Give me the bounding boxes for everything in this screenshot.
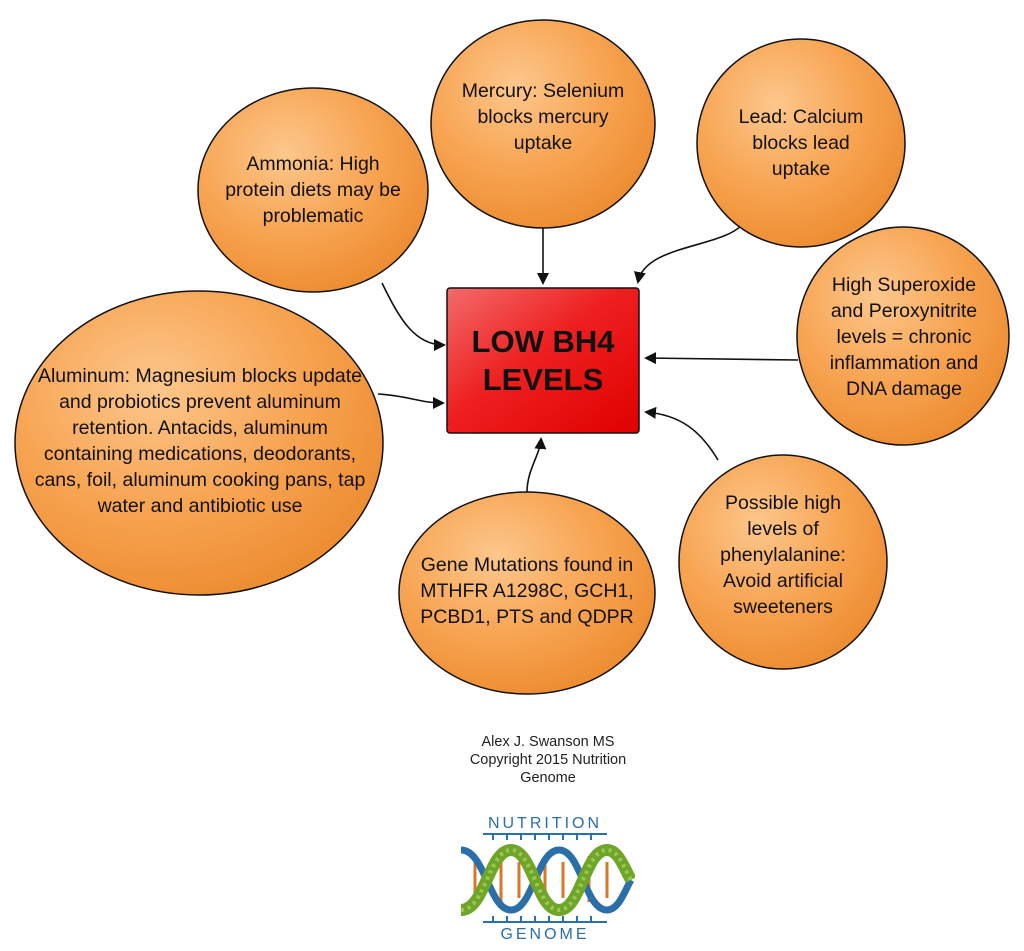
logo-top-text: NUTRITION: [488, 815, 602, 832]
node-mercury: Mercury: Selenium blocks mercury uptake: [448, 52, 638, 182]
node-superoxide: High Superoxide and Peroxynitrite levels…: [816, 254, 992, 420]
node-lead: Lead: Calcium blocks lead uptake: [738, 76, 864, 210]
connector-gene-mutations: [526, 437, 547, 493]
node-mercury-label: Mercury: Selenium blocks mercury uptake: [461, 80, 625, 154]
connector-ammonia: [381, 282, 446, 351]
node-gene-mutations-shape: [398, 491, 656, 695]
credit-block: Alex J. Swanson MS Copyright 2015 Nutrit…: [430, 733, 666, 787]
connector-phenylalanine: [644, 406, 719, 461]
node-phenylalanine: Possible high levels of phenylalanine: A…: [704, 474, 862, 636]
node-ammonia: Ammonia: High protein diets may be probl…: [218, 120, 408, 260]
node-gene-mutations-label: Gene Mutations found in MTHFR A1298C, GC…: [420, 554, 634, 628]
nutrition-genome-logo: NUTRITION GENOME: [459, 815, 635, 942]
node-aluminum: Aluminum: Magnesium blocks update and pr…: [30, 330, 370, 552]
node-superoxide-label: High Superoxide and Peroxynitrite levels…: [829, 274, 979, 400]
connector-superoxide: [644, 352, 799, 365]
credit-company: Genome: [520, 770, 576, 786]
center-label: LOW BH4 LEVELS: [471, 323, 615, 397]
node-mercury-shape: [430, 19, 656, 229]
node-phenylalanine-shape: [678, 454, 888, 670]
node-aluminum-shape: [14, 290, 384, 596]
logo-bottom-text: GENOME: [500, 926, 589, 942]
node-lead-label: Lead: Calcium blocks lead uptake: [738, 106, 864, 180]
node-ammonia-shape: [197, 87, 429, 293]
node-superoxide-shape: [796, 226, 1010, 446]
center-box-shape: [446, 287, 640, 434]
connector-lead: [633, 224, 743, 284]
node-aluminum-label: Aluminum: Magnesium blocks update and pr…: [34, 365, 366, 517]
center-box: LOW BH4 LEVELS: [447, 288, 639, 433]
node-gene-mutations: Gene Mutations found in MTHFR A1298C, GC…: [416, 526, 638, 656]
node-phenylalanine-label: Possible high levels of phenylalanine: A…: [720, 492, 846, 618]
connector-aluminum: [377, 393, 445, 409]
credit-copyright: Copyright 2015 Nutrition: [469, 752, 627, 768]
node-ammonia-label: Ammonia: High protein diets may be probl…: [225, 153, 401, 227]
credit-author: Alex J. Swanson MS: [481, 734, 615, 750]
node-lead-shape: [696, 38, 906, 248]
